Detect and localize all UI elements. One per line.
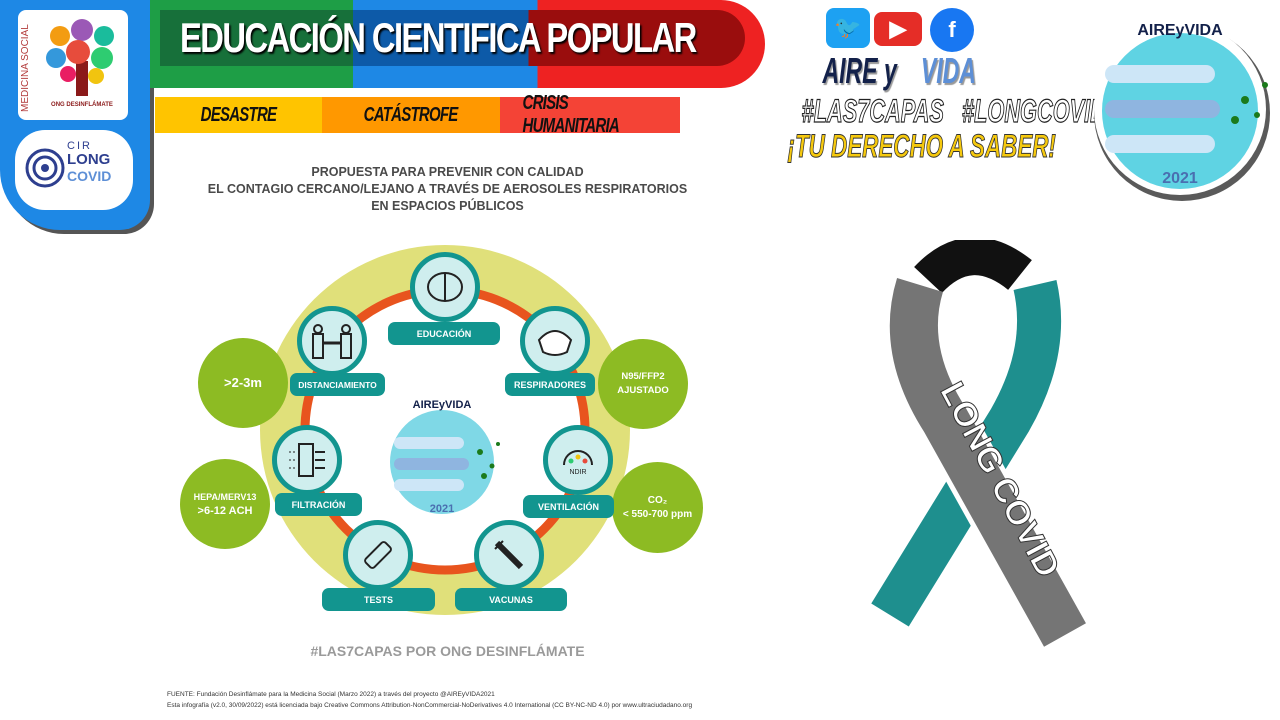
footer-license: Esta infografía (v2.0, 30/09/2022) está …: [167, 702, 693, 709]
long-covid-ribbon: LONG COVID: [867, 240, 1091, 650]
youtube-icon[interactable]: ▶: [874, 12, 922, 46]
center-aire-y-vida-logo: AIREyVIDA 2021: [390, 399, 500, 515]
distance-icon: [297, 306, 367, 376]
logo-covid: COVID: [67, 168, 112, 184]
medicina-social-logo: MEDICINA SOCIAL ONG DESINFLÁMATE: [18, 10, 128, 120]
filter-icon: [272, 425, 342, 495]
footer-credits: FUENTE: Fundación Desinflámate para la M…: [167, 689, 692, 711]
facebook-icon[interactable]: f: [930, 8, 974, 52]
brain-icon: [410, 252, 480, 322]
logo-caption: ONG DESINFLÁMATE: [51, 102, 113, 108]
layer-tests: TESTS: [322, 588, 435, 611]
filtration-value: HEPA/MERV13>6-12 ACH: [180, 459, 270, 549]
co2-meter-icon: NDIR: [543, 425, 613, 495]
title-bar: [160, 10, 745, 66]
badge-year: 2021: [1162, 170, 1198, 187]
layer-filtracion: FILTRACIÓN: [275, 493, 362, 516]
center-logo-year: 2021: [430, 503, 454, 515]
logo-long: LONG: [67, 151, 111, 168]
cir-long-covid-logo: CIR LONG COVID: [15, 130, 133, 210]
proposal-line: PROPUESTA PARA PREVENIR CON CALIDAD: [311, 165, 584, 179]
subtitle-crisis: CRISIS HUMANITARIA: [500, 92, 680, 137]
proposal-heading: PROPUESTA PARA PREVENIR CON CALIDAD EL C…: [150, 164, 745, 215]
hashtags: #LAS7CAPAS #LONGCOVID: [801, 92, 1106, 129]
twitter-icon[interactable]: 🐦: [826, 8, 870, 48]
center-logo-title: AIREyVIDA: [413, 399, 472, 411]
subtitle-desastre: DESASTRE: [155, 97, 322, 133]
layer-vacunas: VACUNAS: [455, 588, 567, 611]
ndir-label: NDIR: [569, 468, 587, 476]
syringe-icon: [474, 520, 544, 590]
badge-title: AIREyVIDA: [1137, 22, 1223, 39]
test-kit-icon: [343, 520, 413, 590]
logo-cir: CIR: [67, 140, 92, 152]
brand-aire-y-vida: AIRE y VIDA: [822, 50, 976, 91]
distance-value: >2-3m: [198, 338, 288, 428]
aire-y-vida-badge: AIREyVIDA 2021: [1094, 22, 1270, 201]
proposal-line: EN ESPACIOS PÚBLICOS: [371, 199, 524, 213]
co2-value: CO₂< 550-700 ppm: [612, 462, 703, 553]
spiral-icon: [25, 148, 65, 188]
hands-tree-icon: [46, 19, 114, 96]
layer-educacion: EDUCACIÓN: [388, 322, 500, 345]
layer-ventilacion: VENTILACIÓN: [523, 495, 614, 518]
page-title: EDUCACIÓN CIENTIFICA POPULAR: [180, 14, 697, 61]
tagline: #LAS7CAPAS POR ONG DESINFLÁMATE: [310, 643, 585, 659]
layer-respiradores: RESPIRADORES: [505, 373, 595, 396]
subtitle-catastrofe: CATÁSTROFE: [322, 97, 500, 133]
mask-icon: [520, 306, 590, 376]
proposal-line: EL CONTAGIO CERCANO/LEJANO A TRAVÉS DE A…: [207, 182, 688, 196]
footer-source: FUENTE: Fundación Desinflámate para la M…: [167, 691, 495, 698]
slogan: ¡TU DERECHO A SABER!: [787, 128, 1056, 165]
layer-distanciamiento: DISTANCIAMIENTO: [290, 373, 385, 396]
